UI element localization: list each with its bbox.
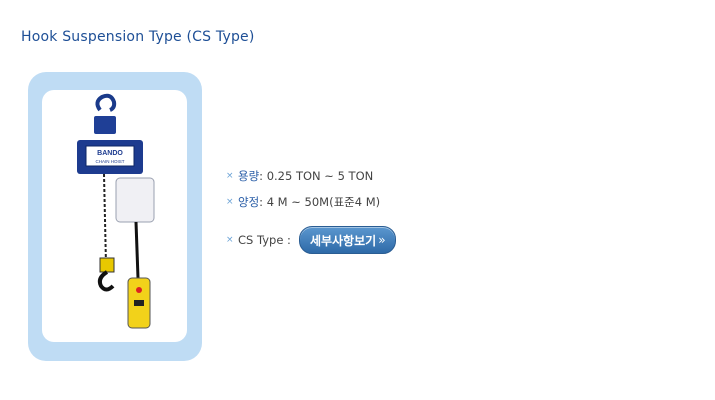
spec-type: × CS Type : 세부사항보기 » [226,226,396,254]
detail-button[interactable]: 세부사항보기 » [298,226,396,254]
product-image: BANDO CHAIN HOIST [42,90,187,342]
detail-button-label: 세부사항보기 [309,233,377,248]
bullet-icon: × [226,171,234,181]
page-title: Hook Suspension Type (CS Type) [21,29,255,45]
spec-capacity: × 용량 : 0.25 TON ~ 5 TON [226,168,373,184]
lift-value: : 4 M ~ 50M(표준4 M) [259,195,381,209]
type-label: CS Type : [238,233,291,247]
bullet-icon: × [226,197,234,207]
hoist-brand-label: BANDO [97,150,123,157]
capacity-value: : 0.25 TON ~ 5 TON [259,169,374,183]
capacity-label: 용량 [238,169,260,183]
bullet-icon: × [226,235,234,245]
spec-lift: × 양정 : 4 M ~ 50M(표준4 M) [226,194,380,210]
hoist-model-label: CHAIN HOIST [95,159,124,164]
chevron-right-icon: » [378,233,386,247]
lift-label: 양정 [238,195,260,209]
